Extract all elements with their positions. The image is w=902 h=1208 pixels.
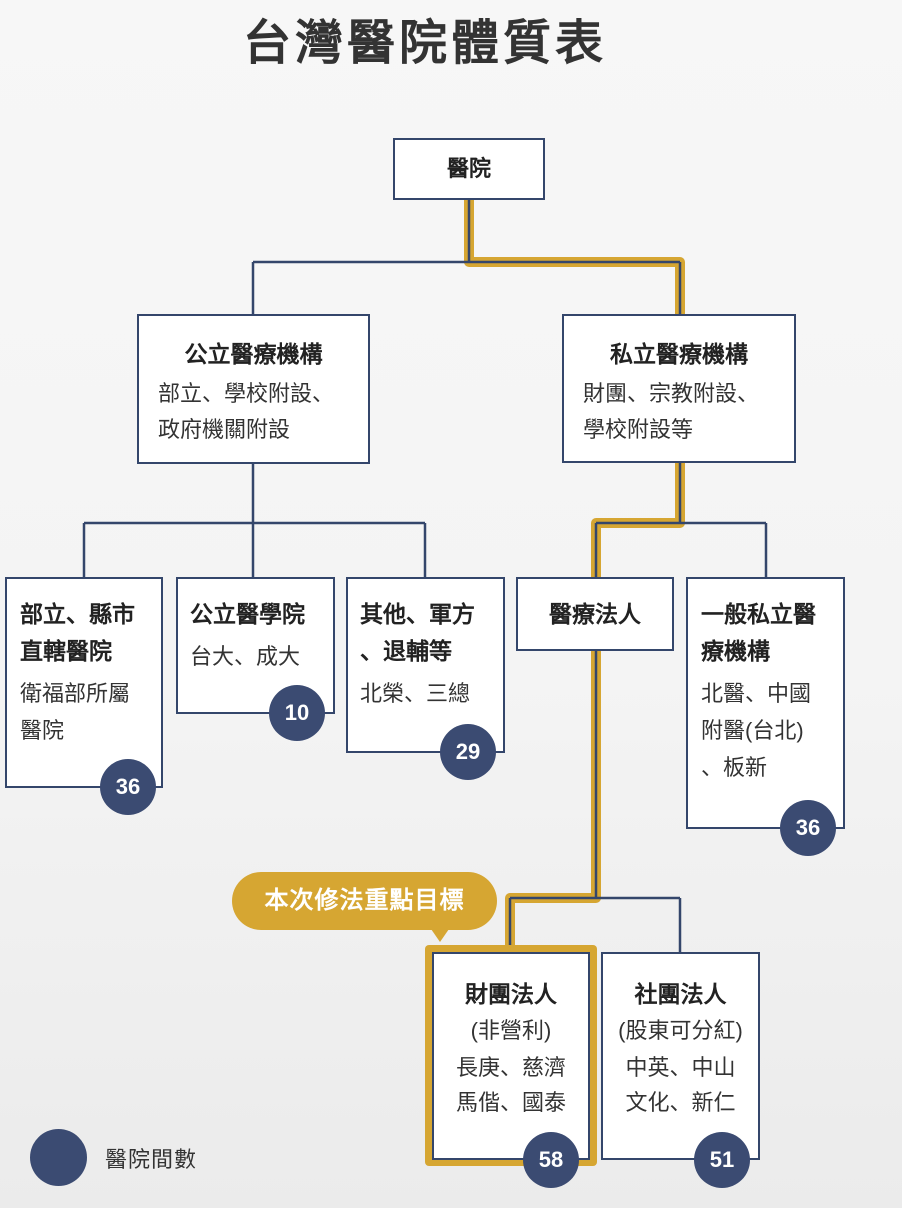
node-description: 台大、成大 — [190, 638, 333, 675]
node-general-private-institutions: 一般私立醫 療機構 北醫、中國 附醫(台北) 、板新 — [686, 577, 845, 829]
node-text-line: 學校附設等 — [583, 417, 694, 442]
legend-circle-icon — [30, 1129, 87, 1186]
node-text-line: 北醫、中國 — [701, 681, 812, 706]
node-description: 衛福部所屬 醫院 — [20, 675, 161, 749]
node-title-line: 、退輔等 — [360, 638, 452, 664]
node-text-line: 馬偕、國泰 — [455, 1090, 566, 1115]
node-public-medical-schools: 公立醫學院 台大、成大 — [176, 577, 335, 714]
node-ministry-county-hospitals: 部立、縣市 直轄醫院 衛福部所屬 醫院 — [5, 577, 163, 788]
node-hospital: 醫院 — [393, 138, 545, 200]
hospital-count-badge: 58 — [523, 1132, 579, 1188]
node-title-line: 公立醫學院 — [190, 601, 305, 627]
node-public-institutions: 公立醫療機構 部立、學校附設、 政府機關附設 — [137, 314, 370, 464]
hospital-count-badge: 36 — [100, 759, 156, 815]
node-title-line: 療機構 — [701, 638, 770, 664]
node-text-line: 文化、新仁 — [625, 1090, 736, 1115]
node-description: 北榮、三總 — [360, 675, 503, 712]
node-title: 社團法人 — [634, 981, 727, 1007]
node-text-line: 附醫(台北) — [701, 718, 804, 743]
node-description: 部立、學校附設、 政府機關附設 — [158, 376, 368, 448]
node-title-line: 一般私立醫 — [701, 601, 816, 627]
node-private-institutions: 私立醫療機構 財團、宗教附設、 學校附設等 — [562, 314, 796, 463]
node-description: 財團、宗教附設、 學校附設等 — [583, 376, 794, 448]
node-medical-corporations: 醫療法人 — [516, 577, 674, 651]
node-title: 醫院 — [446, 156, 491, 181]
node-text-line: 衛福部所屬 — [20, 681, 131, 706]
node-title: 私立醫療機構 — [610, 341, 748, 367]
node-title-line: 直轄醫院 — [20, 638, 112, 664]
hospital-count-badge: 36 — [780, 800, 836, 856]
hospital-count-badge: 10 — [269, 685, 325, 741]
highlight-route-medical-corp-to-foundation — [505, 650, 601, 945]
node-title: 財團法人 — [465, 981, 557, 1007]
node-text-line: 長庚、慈濟 — [455, 1055, 566, 1080]
node-title-line: 其他、軍方 — [360, 601, 475, 627]
node-description: 中英、中山 文化、新仁 — [603, 1050, 758, 1120]
node-text-line: 中英、中山 — [625, 1055, 736, 1080]
node-title-line: 部立、縣市 — [20, 601, 135, 627]
diagram-title: 台灣醫院體質表 — [242, 17, 607, 70]
node-subtitle: (股東可分紅) — [618, 1018, 743, 1043]
node-text-line: 台大、成大 — [190, 644, 301, 669]
node-text-line: 北榮、三總 — [360, 681, 471, 706]
highlight-route-private-to-medical-corp — [591, 463, 685, 577]
node-text-line: 財團、宗教附設、 — [583, 381, 760, 406]
node-association-corporation: 社團法人 (股東可分紅) 中英、中山 文化、新仁 — [601, 952, 760, 1160]
highlight-label-pointer — [431, 929, 449, 942]
node-text-line: 醫院 — [20, 718, 65, 743]
node-description: 北醫、中國 附醫(台北) 、板新 — [701, 675, 843, 786]
node-military-veterans-hospitals: 其他、軍方 、退輔等 北榮、三總 — [346, 577, 505, 753]
highlight-label: 本次修法重點目標 — [232, 872, 497, 930]
node-description: 長庚、慈濟 馬偕、國泰 — [434, 1050, 588, 1120]
node-title-line: 醫療法人 — [549, 601, 641, 627]
highlight-route-root-to-private — [464, 200, 685, 314]
node-text-line: 、板新 — [701, 755, 768, 780]
node-foundation-corporation: 財團法人 (非營利) 長庚、慈濟 馬偕、國泰 — [432, 952, 590, 1160]
node-subtitle: (非營利) — [470, 1018, 552, 1043]
node-text-line: 部立、學校附設、 — [158, 381, 335, 406]
node-title: 公立醫療機構 — [184, 341, 323, 367]
hospital-count-badge: 51 — [694, 1132, 750, 1188]
hospital-count-badge: 29 — [440, 724, 496, 780]
node-text-line: 政府機關附設 — [158, 417, 291, 442]
legend-label: 醫院間數 — [105, 1147, 198, 1172]
